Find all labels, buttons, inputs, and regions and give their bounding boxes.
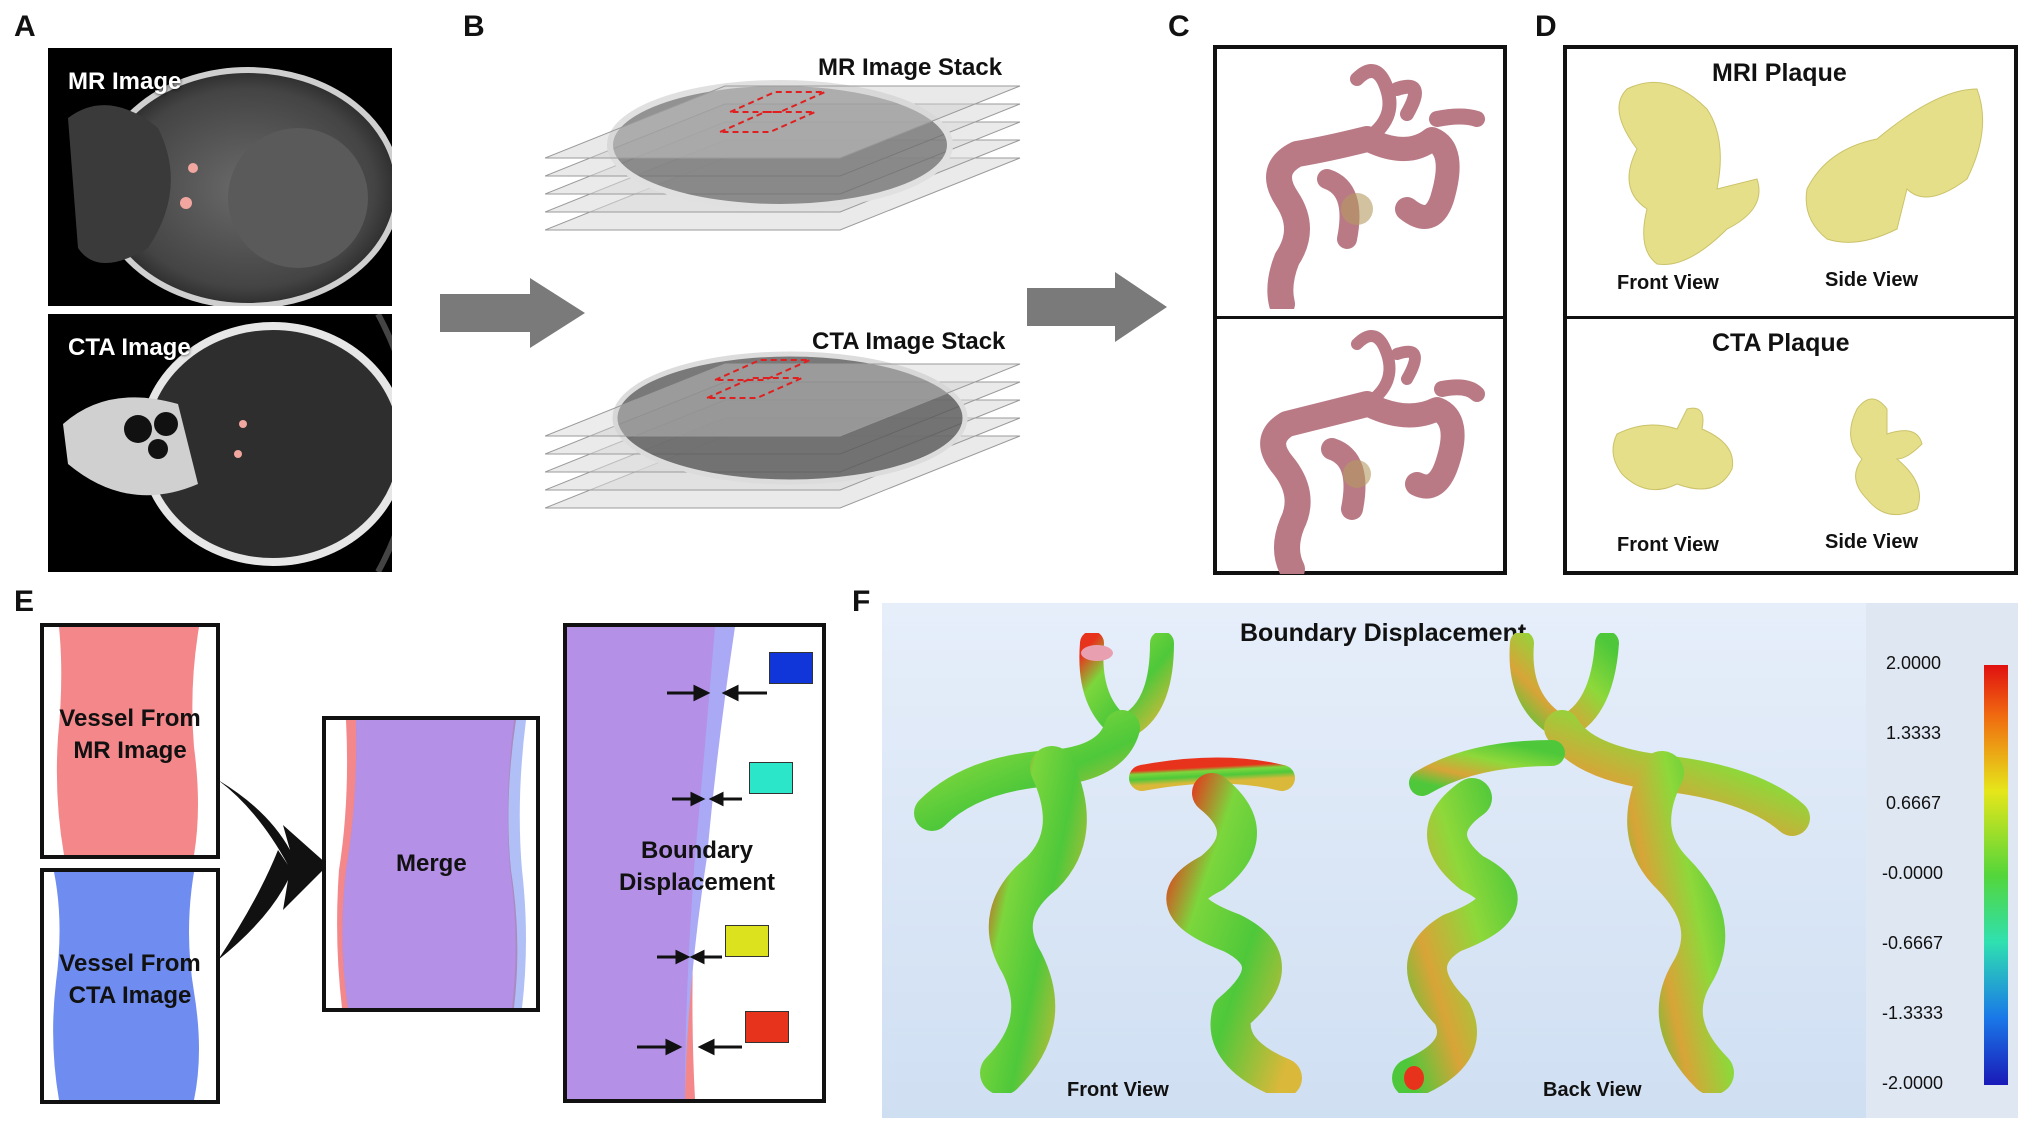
back-view-label: Back View xyxy=(1543,1079,1642,1101)
mri-plaque-side-shape xyxy=(1805,88,1984,243)
displacement-front-view-model xyxy=(914,633,1302,1093)
vessel-cta-shape xyxy=(53,872,199,1100)
colorbar-tick-3: -0.0000 xyxy=(1882,863,1944,883)
panel-letter-a: A xyxy=(14,10,36,43)
panel-f-background: Boundary Displacement Front View xyxy=(882,603,2018,1118)
panel-d-frame: MRI Plaque Front View Side View CTA Plaq… xyxy=(1563,45,2018,575)
mr-image-stack-label: MR Image Stack xyxy=(818,54,1003,81)
cta-side-view-label: Side View xyxy=(1825,531,1919,553)
cta-plaque-side-shape xyxy=(1850,398,1923,516)
colorbar-tick-1: 1.3333 xyxy=(1886,723,1942,743)
colorbar-tick-4: -0.6667 xyxy=(1882,933,1944,953)
colorbar-tick-6: -2.0000 xyxy=(1882,1073,1944,1093)
panel-c-divider xyxy=(1217,316,1503,319)
merge-box: Merge xyxy=(322,716,540,1012)
merge-shape xyxy=(337,720,526,1008)
colorbar-tick-5: -1.3333 xyxy=(1882,1003,1944,1023)
cta-image-label: CTA Image xyxy=(68,334,191,361)
displacement-map-title: Boundary Displacement xyxy=(1240,619,1527,647)
displacement-back-view-model xyxy=(1392,633,1810,1093)
mr-image-stack xyxy=(545,80,1021,231)
panel-c-frame xyxy=(1213,45,1507,575)
mr-vessel-3d-model xyxy=(1266,64,1485,309)
panel-letter-f: F xyxy=(852,585,871,618)
arrow-b-to-c xyxy=(1027,272,1167,342)
panel-letter-b: B xyxy=(463,10,485,43)
boundary-detail-shape xyxy=(567,627,767,1099)
mri-plaque-label: MRI Plaque xyxy=(1712,59,1847,87)
vessel-cta-box: Vessel From CTA Image xyxy=(40,868,220,1104)
mr-image-label: MR Image xyxy=(68,68,182,95)
vessel-mr-label: Vessel From MR Image xyxy=(59,705,201,764)
cta-scan-image: CTA Image xyxy=(48,314,392,572)
cta-image-stack-label: CTA Image Stack xyxy=(812,328,1006,355)
panel-d-divider xyxy=(1567,316,2014,319)
colorbar-panel: 2.0000 1.3333 0.6667 -0.0000 -0.6667 -1.… xyxy=(1866,603,2018,1118)
cta-plaque-front-shape xyxy=(1612,407,1734,491)
swatch-yellow xyxy=(725,925,769,957)
boundary-detail-box: Boundary Displacement xyxy=(563,623,826,1103)
vessel-mr-box: Vessel From MR Image xyxy=(40,623,220,859)
mri-plaque-front-shape xyxy=(1618,81,1760,266)
swatch-red xyxy=(745,1011,789,1043)
arrow-a-to-b xyxy=(440,278,585,348)
vessel-mr-shape xyxy=(56,627,199,855)
colorbar-gradient xyxy=(1984,665,2008,1085)
merge-label: Merge xyxy=(396,850,467,877)
colorbar-tick-2: 0.6667 xyxy=(1886,793,1942,813)
mr-scan-image: MR Image xyxy=(48,48,392,306)
panel-letter-c: C xyxy=(1168,10,1190,43)
cta-front-view-label: Front View xyxy=(1617,534,1719,556)
panel-letter-d: D xyxy=(1535,10,1557,43)
cta-plaque-label: CTA Plaque xyxy=(1712,329,1850,357)
swatch-blue xyxy=(769,652,813,684)
panel-letter-e: E xyxy=(14,585,35,618)
mri-side-view-label: Side View xyxy=(1825,269,1919,291)
boundary-displacement-label: Boundary Displacement xyxy=(618,837,776,896)
cta-vessel-3d-model xyxy=(1260,330,1485,574)
merge-converging-arrow xyxy=(218,780,328,960)
cta-image-stack xyxy=(545,351,1021,509)
colorbar-tick-0: 2.0000 xyxy=(1886,653,1942,673)
swatch-cyan xyxy=(749,762,793,794)
front-view-label: Front View xyxy=(1067,1079,1169,1101)
mri-front-view-label: Front View xyxy=(1617,272,1719,294)
vessel-cta-label: Vessel From CTA Image xyxy=(59,950,201,1009)
